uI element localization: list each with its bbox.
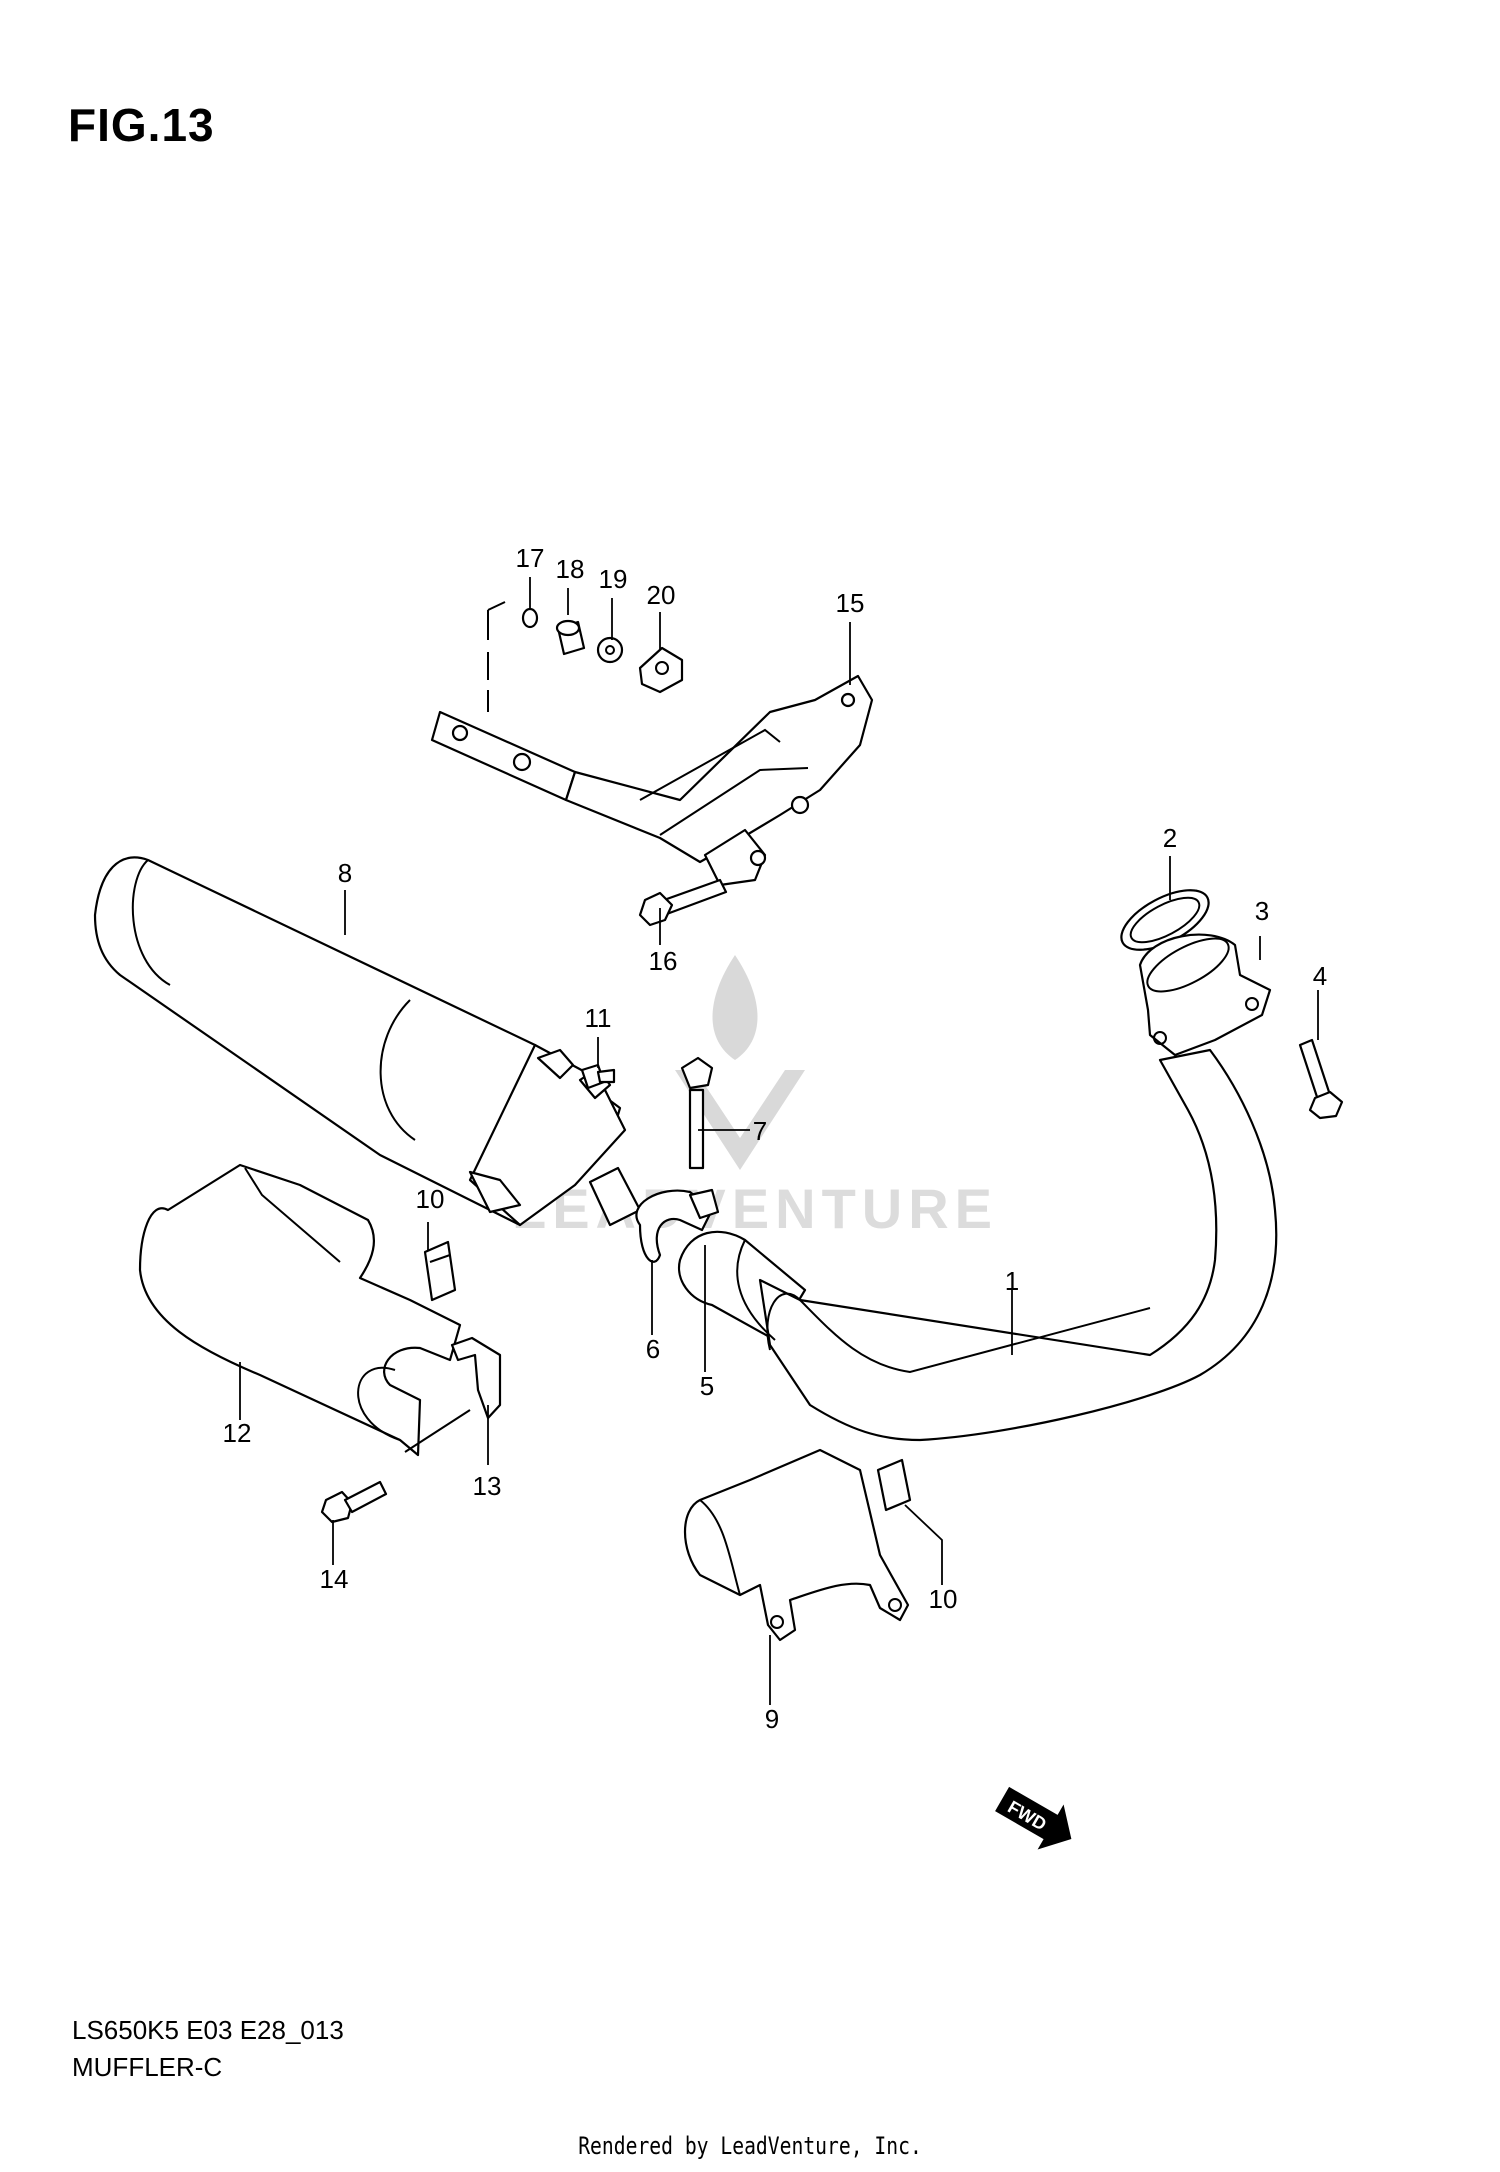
render-credit: Rendered by LeadVenture, Inc. — [578, 2132, 922, 2160]
callout-7: 7 — [753, 1116, 767, 1146]
callout-2: 2 — [1163, 823, 1177, 853]
model-code: LS650K5 E03 E28_013 — [72, 2015, 344, 2045]
callout-11: 11 — [585, 1003, 612, 1033]
callout-12: 12 — [223, 1418, 252, 1448]
part-name: MUFFLER-C — [72, 2052, 223, 2082]
clamp-6 — [635, 1188, 720, 1263]
callout-20: 20 — [647, 580, 676, 610]
callout-9: 9 — [765, 1704, 779, 1734]
callout-16: 16 — [649, 946, 678, 976]
mount-hardware — [521, 607, 684, 694]
leader-lines — [239, 577, 1319, 1705]
callout-18: 18 — [556, 554, 585, 584]
callout-5: 5 — [700, 1371, 714, 1401]
label-tag-10-upper — [423, 1240, 457, 1302]
bolt-11 — [580, 1063, 616, 1090]
callout-labels: 1 2 3 4 5 6 7 8 9 10 10 11 12 13 14 15 1… — [223, 543, 1328, 1734]
bolt-16 — [638, 878, 728, 927]
muffler — [93, 856, 642, 1227]
watermark-text: LEADVENTURE — [512, 1177, 998, 1240]
label-tag-10-lower — [876, 1458, 912, 1512]
bolt-4 — [1298, 1038, 1344, 1120]
callout-1: 1 — [1005, 1266, 1019, 1296]
callout-17: 17 — [516, 543, 545, 573]
callout-10-upper: 10 — [416, 1184, 445, 1214]
callout-8: 8 — [338, 858, 352, 888]
bolt-7 — [680, 1056, 714, 1170]
muffler-heat-shield — [138, 1163, 462, 1457]
bolt-14 — [320, 1480, 388, 1524]
callout-10-lower: 10 — [929, 1584, 958, 1614]
callout-14: 14 — [320, 1564, 349, 1594]
forward-arrow-icon: FWD — [995, 1786, 1072, 1850]
exhaust-pipe — [677, 1048, 1278, 1442]
callout-6: 6 — [646, 1334, 660, 1364]
callout-4: 4 — [1313, 961, 1327, 991]
callout-13: 13 — [473, 1471, 502, 1501]
figure-title: FIG.13 — [68, 99, 215, 151]
callout-15: 15 — [836, 588, 865, 618]
callout-3: 3 — [1255, 896, 1269, 926]
pipe-cover — [683, 1448, 910, 1642]
exhaust-flange — [1120, 889, 1272, 1057]
callout-19: 19 — [599, 564, 628, 594]
muffler-bracket — [430, 601, 874, 887]
